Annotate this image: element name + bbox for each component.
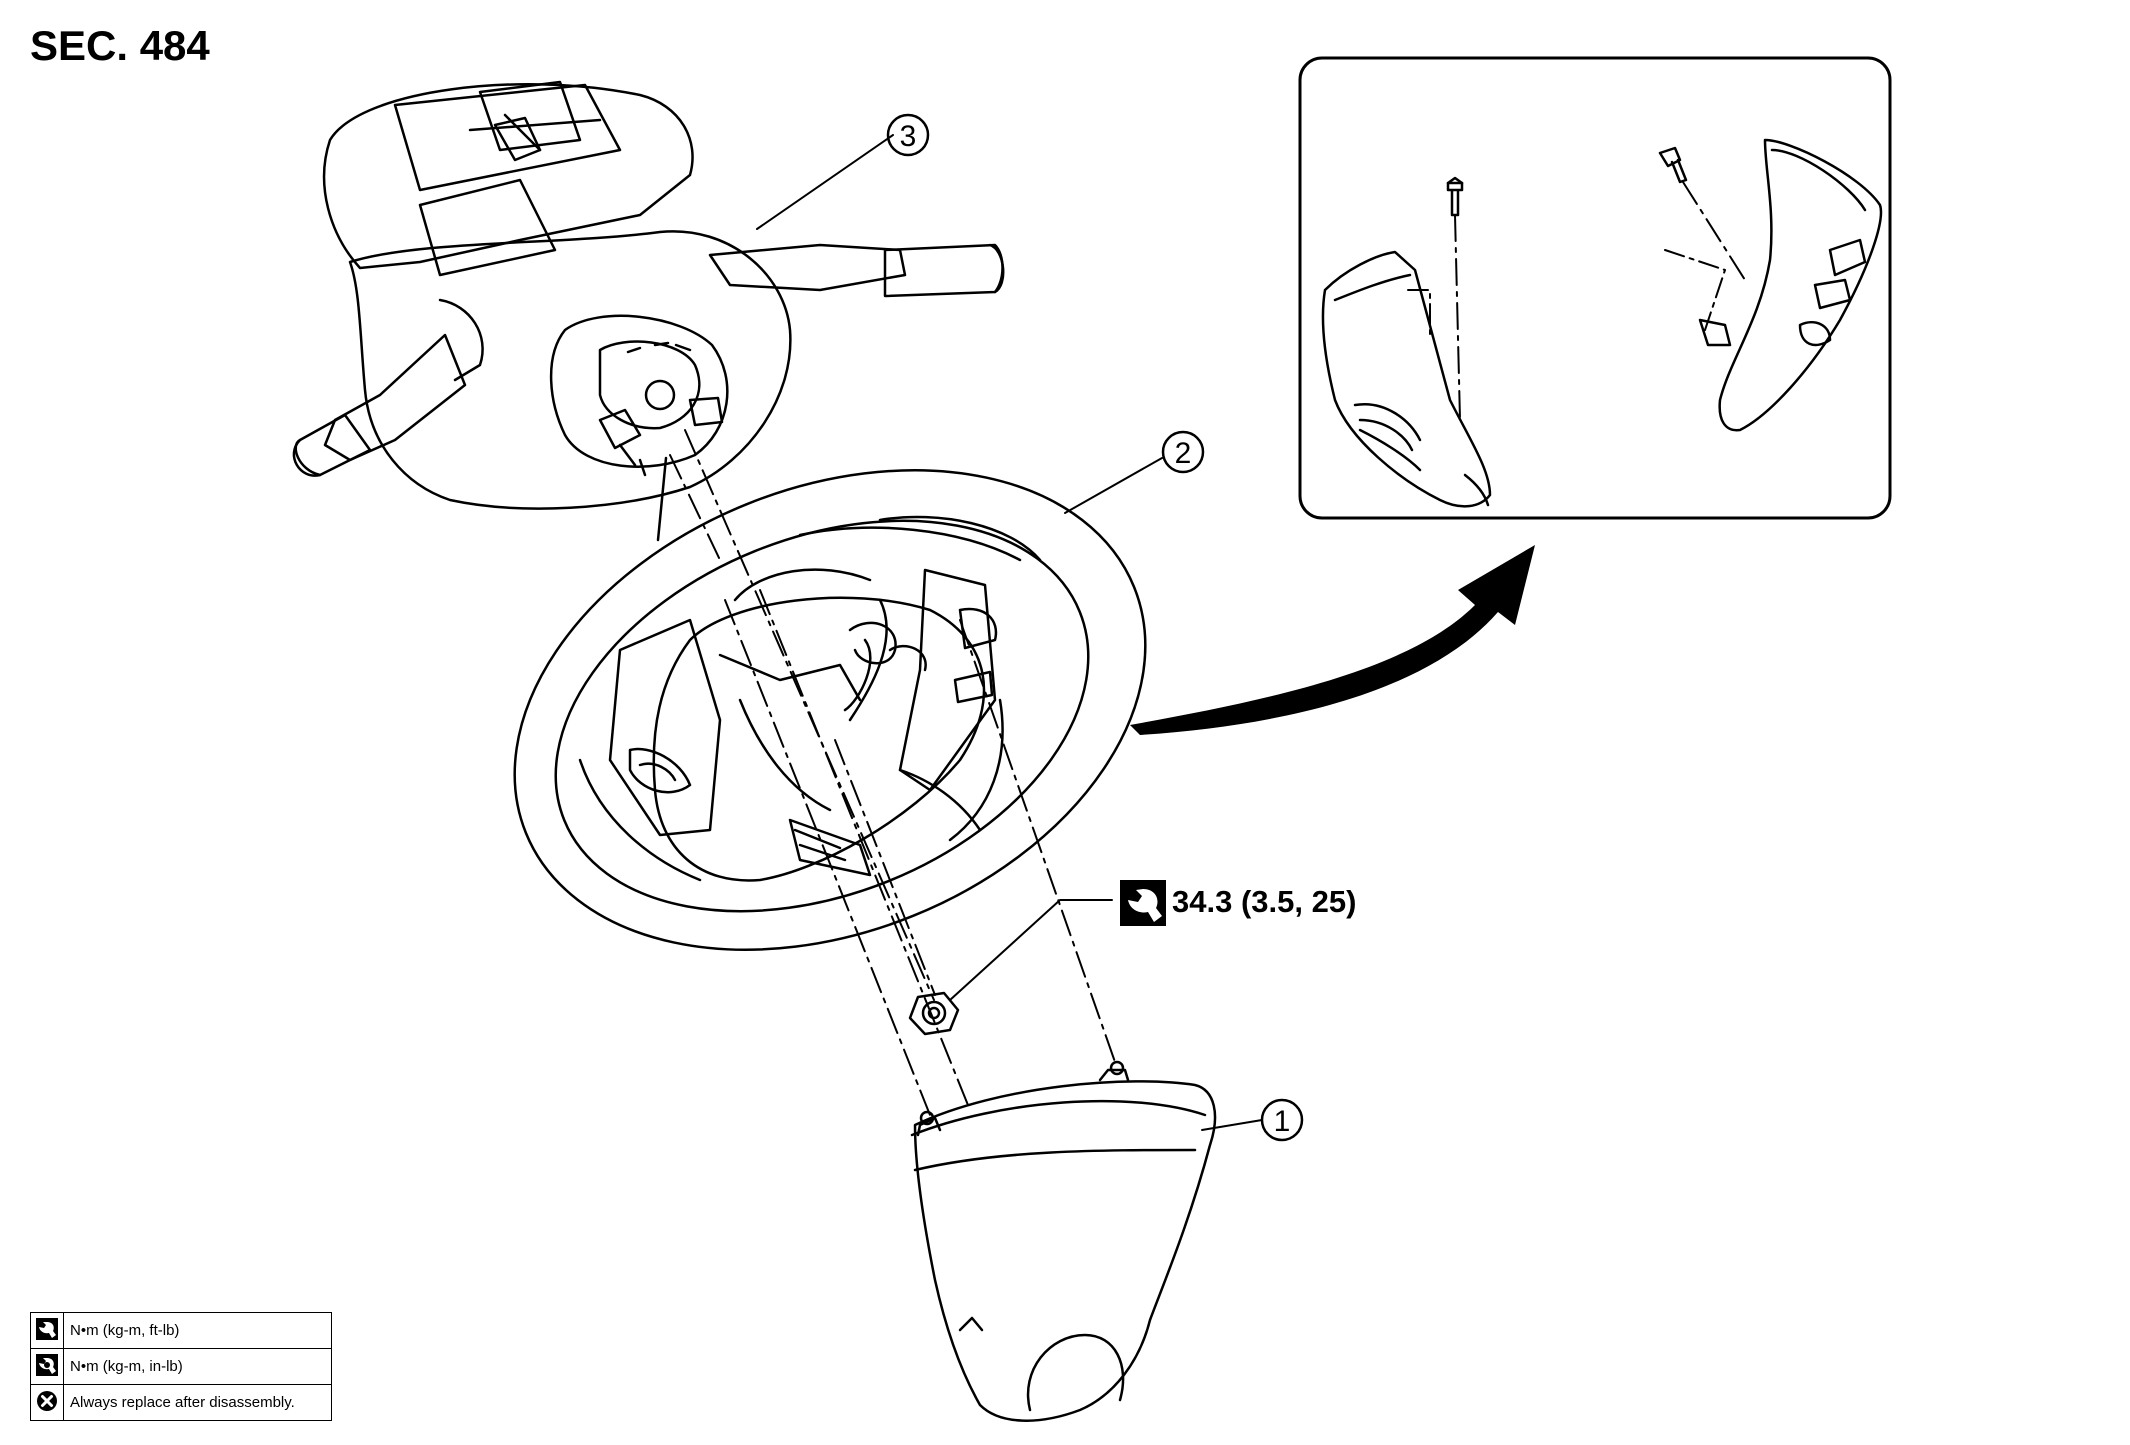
leader-lines [756,134,1263,1131]
section-label: SEC. 484 [30,22,210,69]
replace-x-icon [37,1390,57,1411]
torque-wrench-icon [36,1317,58,1340]
legend-row: N•m (kg-m, ft-lb) [30,1312,332,1349]
callout-circle-2: 2 [1161,430,1205,474]
legend-text: Always replace after disassembly. [63,1384,332,1421]
column-cover-assembly [292,80,1005,542]
callout-2: 2 [1175,437,1192,470]
callout-circle-3: 3 [886,113,930,157]
steering-nut [908,991,960,1036]
callout-circle-1: 1 [1260,1098,1304,1142]
assembly-lines [669,429,1116,1116]
legend-row: Always replace after disassembly. [30,1384,332,1421]
legend-row: N•m (kg-m, in-lb) [30,1348,332,1385]
callout-1: 1 [1274,1105,1291,1138]
curved-arrow [1130,545,1535,735]
torque-wrench-small-icon [36,1353,58,1376]
legend-text: N•m (kg-m, in-lb) [63,1348,332,1385]
torque-spec-label: 34.3 (3.5, 25) [1172,884,1357,919]
torque-wrench-icon [1120,880,1166,926]
airbag-module [910,1060,1217,1422]
symbol-legend: N•m (kg-m, ft-lb) N•m (kg-m, in-lb) Alwa… [30,1312,332,1421]
steering-wheel [513,469,1147,951]
detail-inset [1298,56,1892,520]
legend-text: N•m (kg-m, ft-lb) [63,1312,332,1349]
callout-3: 3 [900,120,917,153]
